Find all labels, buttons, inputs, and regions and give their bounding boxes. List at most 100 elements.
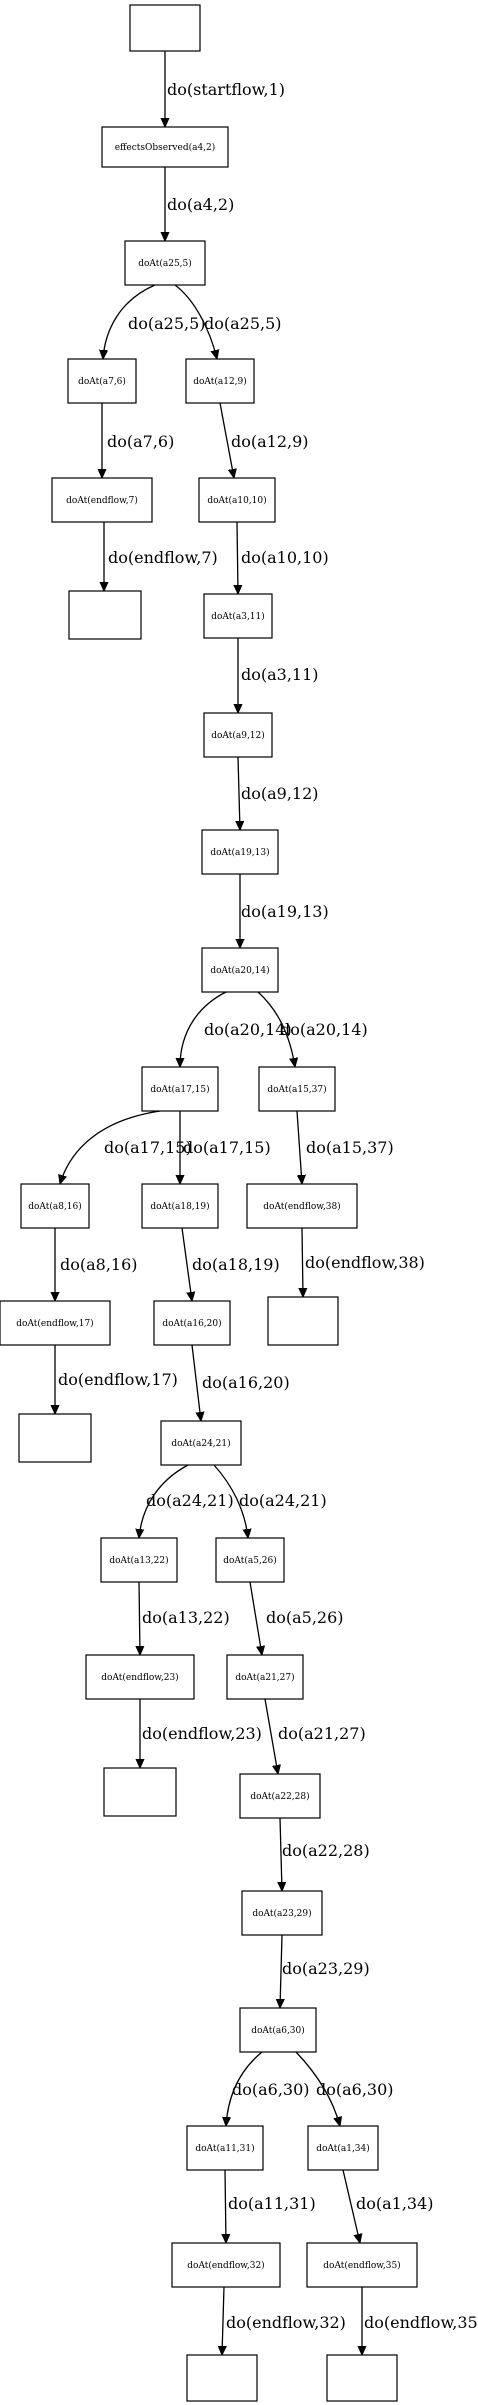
node-box	[160, 1420, 242, 1466]
node-label: doAt(endflow,7)	[66, 495, 138, 506]
edge-label: do(startflow,1)	[167, 80, 285, 99]
edge-label: do(endflow,23)	[142, 1724, 262, 1743]
node-n22: doAt(a13,22)	[100, 1537, 178, 1583]
node-n12: doAt(a17,15)	[141, 1066, 219, 1112]
edge-n29-n30	[226, 2051, 263, 2126]
edge-n6-n8	[237, 521, 238, 594]
edge-n29-n31	[295, 2051, 340, 2126]
edge-n16-n19	[302, 1227, 303, 1297]
node-n8: doAt(a3,11)	[203, 593, 273, 639]
node-box	[201, 947, 279, 993]
node-box	[246, 1183, 358, 1229]
edge-label: do(a5,26)	[266, 1608, 344, 1627]
edge-n22-n24	[139, 1581, 140, 1655]
node-n31: doAt(a1,34)	[307, 2125, 379, 2171]
edge-label: do(a18,19)	[192, 1255, 280, 1274]
node-box	[100, 1537, 178, 1583]
node-box	[171, 2242, 281, 2288]
edge-label: do(a4,2)	[167, 195, 234, 214]
node-label: doAt(a19,13)	[210, 847, 269, 858]
node-n1: effectsObserved(a4,2)	[101, 126, 229, 168]
node-label: effectsObserved(a4,2)	[115, 142, 216, 153]
edge-n4-n6	[219, 402, 234, 478]
edge-label: do(a17,15)	[183, 1138, 271, 1157]
node-n6: doAt(a10,10)	[198, 477, 276, 523]
edge-label: do(a23,29)	[282, 1959, 370, 1978]
edge-label: do(a6,30)	[316, 2080, 394, 2099]
node-label: doAt(a5,26)	[223, 1555, 277, 1566]
node-n5: doAt(endflow,7)	[51, 477, 153, 523]
nodes-layer: effectsObserved(a4,2)doAt(a25,5)doAt(a7,…	[0, 4, 418, 2402]
edge-label: do(endflow,17)	[58, 1370, 178, 1389]
node-n19	[267, 1296, 339, 1346]
node-n11: doAt(a20,14)	[201, 947, 279, 993]
edge-label: do(a7,6)	[107, 432, 174, 451]
node-label: doAt(a8,16)	[28, 1201, 82, 1212]
node-n16: doAt(endflow,38)	[246, 1183, 358, 1229]
edge-label: do(a13,22)	[142, 1608, 230, 1627]
node-label: doAt(a20,14)	[210, 965, 269, 976]
node-box	[267, 1296, 339, 1346]
node-label: doAt(endflow,35)	[323, 2260, 400, 2271]
node-box	[186, 2354, 258, 2402]
node-box	[239, 2007, 317, 2053]
node-n17: doAt(endflow,17)	[0, 1300, 111, 1346]
edge-label: do(a21,27)	[278, 1724, 366, 1743]
edge-n25-n27	[264, 1698, 278, 1774]
edge-label: do(a1,34)	[356, 2194, 434, 2213]
edge-n13-n16	[296, 1110, 302, 1184]
node-n2: doAt(a25,5)	[124, 240, 206, 286]
node-n35	[326, 2354, 398, 2402]
node-label: doAt(a21,27)	[235, 1672, 294, 1683]
edge-label: do(a20,14)	[204, 1020, 292, 1039]
node-box	[101, 126, 229, 168]
node-n10: doAt(a19,13)	[201, 829, 279, 875]
node-label: doAt(a6,30)	[251, 2025, 305, 2036]
edge-label: do(a25,5)	[204, 314, 282, 333]
node-n33: doAt(endflow,35)	[306, 2242, 418, 2288]
edge-label: do(a24,21)	[146, 1491, 234, 1510]
node-n27: doAt(a22,28)	[239, 1773, 321, 1819]
node-box	[51, 477, 153, 523]
edge-label: do(a6,30)	[232, 2080, 310, 2099]
node-n26	[103, 1767, 177, 1817]
node-label: doAt(a11,31)	[195, 2143, 254, 2154]
node-box	[141, 1183, 219, 1229]
node-label: doAt(a25,5)	[138, 258, 192, 269]
node-box	[203, 593, 273, 639]
node-label: doAt(a10,10)	[207, 495, 266, 506]
node-n30: doAt(a11,31)	[186, 2125, 264, 2171]
node-n34	[186, 2354, 258, 2402]
node-n4: doAt(a12,9)	[185, 358, 255, 404]
node-n32: doAt(endflow,32)	[171, 2242, 281, 2288]
node-label: doAt(a12,9)	[193, 376, 247, 387]
edge-n27-n28	[280, 1817, 282, 1891]
node-box	[326, 2354, 398, 2402]
node-label: doAt(a1,34)	[316, 2143, 370, 2154]
edge-n2-n4	[174, 284, 217, 359]
node-label: doAt(endflow,17)	[16, 1318, 93, 1329]
node-n0	[129, 4, 201, 52]
node-label: doAt(endflow,32)	[187, 2260, 264, 2271]
node-label: doAt(a23,29)	[252, 1908, 311, 1919]
edge-n9-n10	[238, 756, 240, 830]
edge-label: do(endflow,7)	[108, 548, 218, 567]
edge-n12-n14	[60, 1110, 161, 1184]
edge-label: do(a12,9)	[231, 432, 309, 451]
edge-label: do(a10,10)	[241, 548, 329, 567]
edge-label: do(a17,15)	[104, 1138, 192, 1157]
edge-n18-n21	[191, 1344, 201, 1421]
node-box	[226, 1654, 304, 1700]
node-n14: doAt(a8,16)	[20, 1183, 90, 1229]
node-n24: doAt(endflow,23)	[85, 1654, 195, 1700]
edge-n32-n34	[222, 2286, 224, 2355]
node-box	[153, 1300, 231, 1346]
node-box	[103, 1767, 177, 1817]
node-box	[307, 2125, 379, 2171]
edge-label: do(a24,21)	[239, 1491, 327, 1510]
node-box	[241, 1890, 323, 1936]
node-n23: doAt(a5,26)	[215, 1537, 285, 1583]
node-label: doAt(a24,21)	[171, 1438, 230, 1449]
node-label: doAt(a16,20)	[162, 1318, 221, 1329]
